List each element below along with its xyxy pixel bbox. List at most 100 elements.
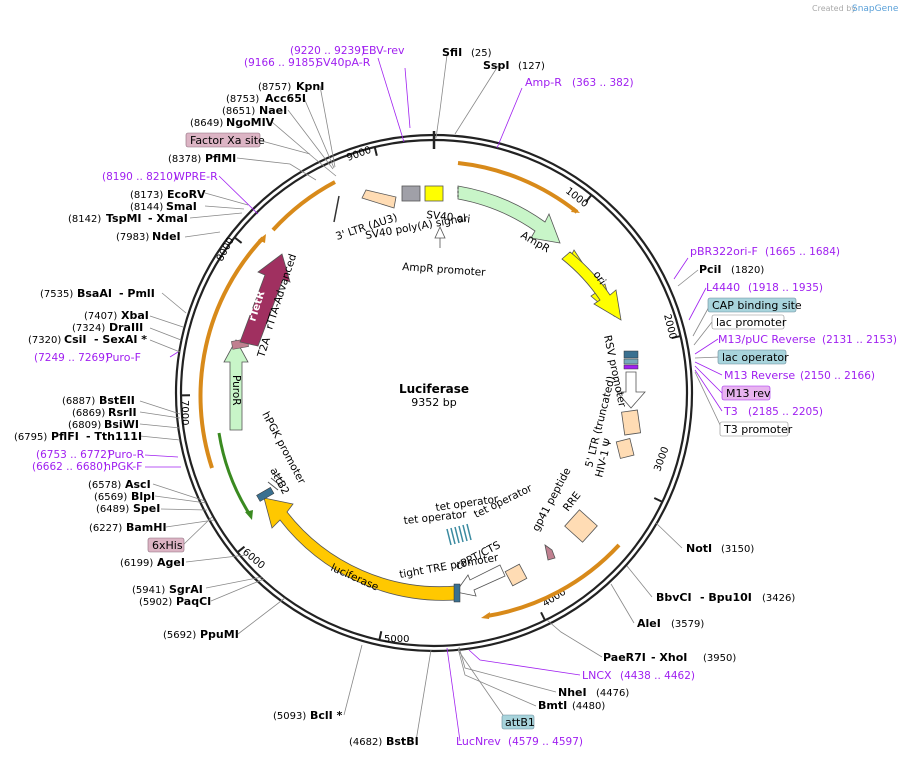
cap-binding-box[interactable]	[707, 297, 797, 313]
enzyme-noti[interactable]: NotI	[686, 542, 712, 555]
lac-operator-box[interactable]	[717, 349, 787, 365]
plasmid-size: 9352 bp	[411, 396, 456, 409]
enzyme-bsiwi[interactable]: BsiWI	[104, 418, 139, 431]
enzyme-sspi[interactable]: SspI	[483, 59, 509, 72]
enzyme-smai[interactable]: SmaI	[166, 200, 197, 213]
primer-sv40pa-r-pos: (9166 .. 9185)	[244, 57, 319, 69]
enzyme-pflfi[interactable]: PflFI	[51, 430, 79, 443]
primer-wpre-r[interactable]: WPRE-R	[174, 170, 218, 183]
primer-ebv-rev-pos: (9220 .. 9239)	[290, 45, 365, 57]
enzyme-xbai[interactable]: XbaI	[121, 309, 149, 322]
enzyme-paer7i[interactable]: PaeR7I	[603, 651, 646, 664]
primer-l4440-pos: (1918 .. 1935)	[748, 282, 823, 294]
enzyme-asci[interactable]: AscI	[125, 478, 151, 491]
primer-sv40pa-r[interactable]: SV40pA-R	[316, 56, 371, 69]
enzyme-xhoi[interactable]: - XhoI	[651, 651, 687, 664]
enzyme-draiii[interactable]: DraIII	[109, 321, 143, 334]
primer-hpgk-f[interactable]: hPGK-F	[104, 460, 142, 473]
rsv-promoter-arrow	[616, 371, 646, 409]
enzyme-bpu10i[interactable]: - Bpu10I	[700, 591, 752, 604]
enzyme-sfii[interactable]: SfiI	[442, 46, 462, 59]
enzyme-acc65i[interactable]: Acc65I	[265, 92, 306, 105]
t3-promoter-box[interactable]	[719, 421, 789, 437]
arc-arrow-top-right	[571, 207, 580, 213]
enzyme-bamhi-pos: (6227)	[89, 523, 122, 534]
enzyme-paqci[interactable]: PaqCI	[176, 595, 211, 608]
ampr-promoter-arrow	[434, 226, 446, 248]
attb1-label: attB1	[505, 716, 535, 729]
enzyme-tspmi[interactable]: TspMI	[106, 212, 142, 225]
enzyme-agei[interactable]: AgeI	[157, 556, 185, 569]
enzyme-bbvci[interactable]: BbvCI	[656, 591, 692, 604]
factor-xa-box[interactable]	[185, 132, 261, 148]
puror-label: PuroR	[230, 375, 242, 406]
ltr3-feature	[361, 189, 397, 209]
primer-puro-r[interactable]: Puro-R	[108, 448, 145, 461]
enzyme-naei[interactable]: NaeI	[259, 104, 287, 117]
primer-puro-f-pos: (7249 .. 7269)	[34, 352, 109, 364]
enzyme-bmti[interactable]: BmtI	[538, 699, 567, 712]
primer-lucnrev[interactable]: LucNrev	[456, 735, 501, 748]
enzyme-bstbi-pos: (4682)	[349, 737, 382, 748]
primer-lncx[interactable]: LNCX	[582, 669, 612, 682]
enzyme-xbai-pos: (7407)	[84, 311, 117, 322]
enzyme-naei-pos: (8651)	[222, 106, 255, 117]
lac-promoter-box[interactable]	[711, 314, 785, 330]
enzyme-ppumi[interactable]: PpuMI	[200, 628, 239, 641]
primer-m13-reverse[interactable]: M13 Reverse	[724, 369, 795, 382]
enzyme-bsaai-pos: (7535)	[40, 289, 73, 300]
enzyme-tth111i[interactable]: - Tth111I	[86, 430, 142, 443]
tick-8000: 8000	[215, 236, 237, 264]
enzyme-rsrii[interactable]: RsrII	[108, 406, 137, 419]
enzyme-bsaai[interactable]: BsaAI	[77, 287, 112, 300]
enzyme-ndei[interactable]: NdeI	[152, 230, 181, 243]
enzyme-bcli[interactable]: BclI *	[310, 709, 343, 722]
m13-box	[623, 364, 639, 370]
primer-pbr322ori-f[interactable]: pBR322ori-F	[690, 245, 758, 258]
arc-arrow-left	[258, 234, 266, 243]
enzyme-pflmi[interactable]: PflMI	[205, 152, 236, 165]
rtetr-feature	[239, 253, 291, 347]
primer-amp-r[interactable]: Amp-R	[525, 76, 562, 89]
enzyme-ppumi-pos: (5692)	[163, 630, 196, 641]
puror-feature	[223, 339, 249, 431]
enzyme-pcii[interactable]: PciI	[699, 263, 721, 276]
hpgk-arc	[217, 432, 252, 516]
primer-lucnrev-pos: (4579 .. 4597)	[508, 736, 583, 748]
enzyme-bsteii[interactable]: BstEII	[99, 394, 135, 407]
enzyme-bstbi[interactable]: BstBI	[386, 735, 419, 748]
enzyme-bsiwi-pos: (6809)	[68, 420, 101, 431]
enzyme-pmli[interactable]: - PmlI	[119, 287, 155, 300]
primer-t3-pos: (2185 .. 2205)	[748, 406, 823, 418]
primer-puro-f[interactable]: Puro-F	[106, 351, 141, 364]
enzyme-sexai[interactable]: - SexAI *	[94, 333, 147, 346]
tet-operator-block	[446, 523, 472, 546]
enzyme-csii[interactable]: CsiI	[64, 333, 86, 346]
enzyme-spei[interactable]: SpeI	[133, 502, 160, 515]
enzyme-paer7i-pos: (3950)	[703, 653, 736, 664]
enzyme-ngomiv-pos: (8649)	[190, 118, 223, 129]
primer-t3[interactable]: T3	[723, 405, 738, 418]
primer-l4440[interactable]: L4440	[706, 281, 740, 294]
enzyme-xmai[interactable]: - XmaI	[148, 212, 188, 225]
enzyme-ecorv[interactable]: EcoRV	[167, 188, 206, 201]
m13-rev-box[interactable]	[721, 385, 771, 401]
enzyme-nhei[interactable]: NheI	[558, 686, 587, 699]
enzyme-sgrai[interactable]: SgrAI	[169, 583, 203, 596]
enzyme-paqci-pos: (5902)	[139, 597, 172, 608]
enzyme-alei[interactable]: AleI	[637, 617, 661, 630]
leader-lines	[139, 54, 723, 742]
enzyme-bamhi[interactable]: BamHI	[126, 521, 167, 534]
primer-ebv-rev[interactable]: EBV-rev	[362, 44, 405, 57]
tick-5000: 5000	[384, 634, 409, 645]
enzyme-kpni[interactable]: KpnI	[296, 80, 324, 93]
tick-mark	[540, 611, 546, 621]
primer-m13-puc-reverse[interactable]: M13/pUC Reverse	[718, 333, 816, 346]
6xhis-box[interactable]	[147, 537, 185, 553]
enzyme-ngomiv[interactable]: NgoMIV	[226, 116, 275, 129]
primer-hpgk-f-pos: (6662 .. 6680)	[32, 461, 107, 473]
primer-pbr322ori-f-pos: (1665 .. 1684)	[765, 246, 840, 258]
enzyme-blpi[interactable]: BlpI	[131, 490, 155, 503]
attb1-box[interactable]	[501, 714, 535, 730]
hpgk-arc-arrow	[245, 510, 253, 520]
